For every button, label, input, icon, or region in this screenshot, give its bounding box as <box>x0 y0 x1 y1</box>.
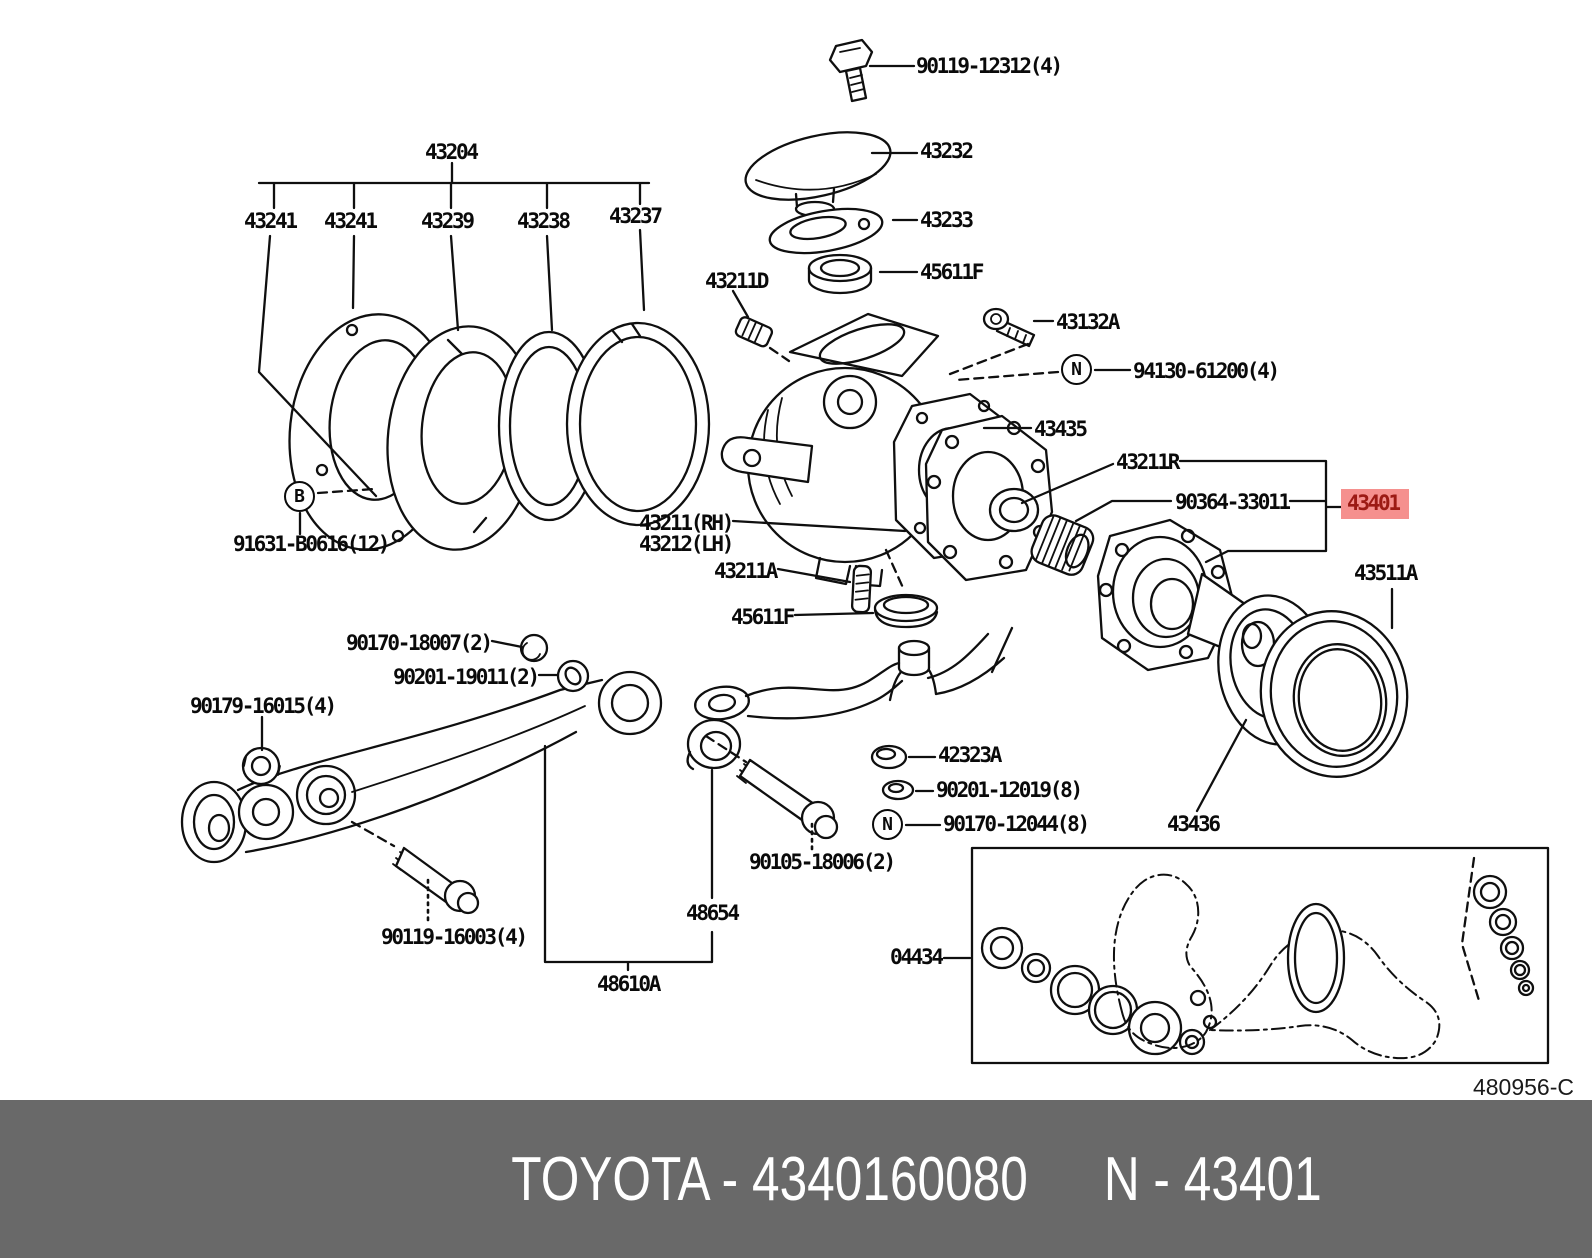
banner-part-number: TOYOTA - 4340160080 <box>510 1144 1028 1214</box>
washer-drawing-90201-12019 <box>881 779 915 801</box>
part-label-43211r: 43211R <box>1116 450 1180 474</box>
part-label-90119123124: 90119-12312(4) <box>916 54 1063 78</box>
part-label-43241: 43241 <box>324 209 378 233</box>
part-label-43237: 43237 <box>609 204 663 228</box>
seal-plate-drawing-43435 <box>924 414 1054 582</box>
bolt-drawing-43132A <box>982 307 1036 348</box>
leader-lines <box>257 64 1394 972</box>
part-label-43204: 43204 <box>425 140 479 164</box>
part-label-42323a: 42323A <box>938 743 1002 767</box>
knuckle-arm-drawing <box>694 626 1014 721</box>
oil-seal-drawing-43211R <box>988 487 1040 533</box>
cover-drawing-43232 <box>744 131 892 235</box>
bolt-drawing-90119-16003 <box>392 846 480 915</box>
part-label-91631b061612: 91631-B0616(12) <box>233 532 390 556</box>
part-label-48610a: 48610A <box>597 972 661 996</box>
needle-bearing-drawing-90364-33011 <box>1030 514 1095 576</box>
stud-drawing-43211D <box>734 316 774 348</box>
part-label-43239: 43239 <box>421 209 475 233</box>
overhaul-kit-inset-04434 <box>970 846 1550 1065</box>
nut-drawing-90170-18007 <box>519 633 549 663</box>
part-label-94130612004: 94130-61200(4) <box>1133 359 1280 383</box>
part-label-90179160154: 90179-16015(4) <box>190 694 337 718</box>
part-label-43211d: 43211D <box>705 269 769 293</box>
part-label-43211rh: 43211(RH) <box>639 511 734 535</box>
part-label-43238: 43238 <box>517 209 571 233</box>
bearing-drawing-45611F-upper <box>807 253 873 295</box>
part-label-43212lh: 43212(LH) <box>639 532 734 556</box>
part-label-43511a: 43511A <box>1354 561 1418 585</box>
part-label-90201120198: 90201-12019(8) <box>936 778 1083 802</box>
part-label-43435: 43435 <box>1034 417 1088 441</box>
part-label-04434: 04434 <box>890 945 944 969</box>
part-label-45611f: 45611F <box>920 260 984 284</box>
part-label-90170180072: 90170-18007(2) <box>346 631 493 655</box>
drawing-code: 480956-C <box>1472 1074 1574 1100</box>
seal-drawing-45611F-lower <box>873 593 939 629</box>
hub-seat-drawing-43511A <box>1259 610 1409 778</box>
part-label-90105180062: 90105-18006(2) <box>749 850 896 874</box>
knuckle-drawing-43211 <box>720 312 944 588</box>
gasket-drawing-43233 <box>768 207 884 255</box>
part-label-90201190112: 90201-19011(2) <box>393 665 540 689</box>
part-label-48654: 48654 <box>686 901 740 925</box>
footer-banner: TOYOTA - 4340160080 N - 43401 <box>0 1100 1592 1258</box>
callout-circle-n: N <box>872 809 903 840</box>
bolt-drawing-90119-12312 <box>828 38 874 103</box>
exploded-diagram-drawing <box>180 38 1550 1065</box>
part-label-43233: 43233 <box>920 208 974 232</box>
washer-drawing-42323A <box>870 744 908 770</box>
callout-circle-n: N <box>1061 354 1092 385</box>
bolt-drawing-90105-18006 <box>736 758 839 840</box>
footer-banner-text: TOYOTA - 4340160080 N - 43401 <box>511 1144 1321 1215</box>
part-label-43401: 43401 <box>1341 489 1409 520</box>
part-label-90170120448: 90170-12044(8) <box>943 812 1090 836</box>
retainer-drawing-43239 <box>386 325 538 551</box>
part-label-43436: 43436 <box>1167 812 1221 836</box>
part-label-43132a: 43132A <box>1056 310 1120 334</box>
snap-ring-drawing-43237 <box>565 321 711 527</box>
part-label-43211a: 43211A <box>714 559 778 583</box>
stud-drawing-43211A <box>850 564 873 614</box>
part-label-9036433011: 90364-33011 <box>1175 490 1291 514</box>
part-label-43241: 43241 <box>244 209 298 233</box>
bushing-drawing-48654 <box>686 718 742 771</box>
part-label-43232: 43232 <box>920 139 974 163</box>
part-label-45611f: 45611F <box>731 605 795 629</box>
callout-circle-b: B <box>284 481 315 512</box>
part-label-90119160034: 90119-16003(4) <box>381 925 528 949</box>
banner-catalog-number: N - 43401 <box>1103 1144 1322 1214</box>
nut-drawing-90201-19011 <box>556 659 590 693</box>
